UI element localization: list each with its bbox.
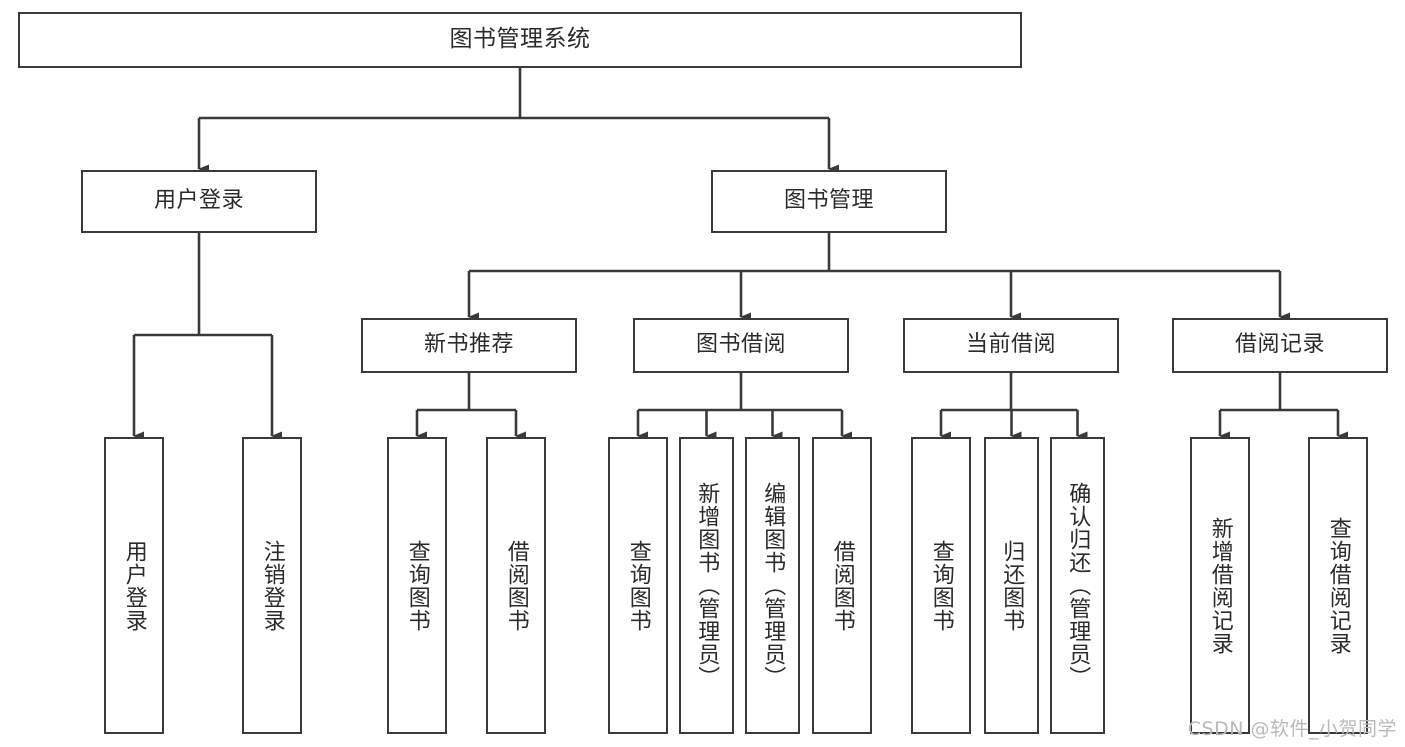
node-book-borrow[interactable]: 图书借阅 bbox=[633, 318, 849, 373]
node-leaf-query-book-3[interactable]: 查询图书 bbox=[911, 437, 971, 734]
node-user-login-label: 用户登录 bbox=[153, 188, 244, 214]
node-leaf-query-book-1[interactable]: 查询图书 bbox=[387, 437, 447, 734]
node-leaf-borrow-book-1-label: 借阅图书 bbox=[503, 539, 529, 632]
node-leaf-edit-book[interactable]: 编辑图书（管理员） bbox=[745, 437, 800, 734]
node-leaf-add-book[interactable]: 新增图书（管理员） bbox=[679, 437, 734, 734]
node-leaf-logout-label: 注销登录 bbox=[259, 539, 285, 632]
node-leaf-add-book-label: 新增图书（管理员） bbox=[694, 482, 720, 689]
node-user-login[interactable]: 用户登录 bbox=[81, 170, 317, 233]
node-leaf-confirm-return[interactable]: 确认归还（管理员） bbox=[1050, 437, 1105, 734]
node-borrow-record-label: 借阅记录 bbox=[1234, 332, 1325, 358]
node-current-borrow[interactable]: 当前借阅 bbox=[903, 318, 1119, 373]
node-root-label: 图书管理系统 bbox=[449, 26, 591, 53]
node-leaf-query-book-3-label: 查询图书 bbox=[928, 539, 954, 632]
node-leaf-query-record[interactable]: 查询借阅记录 bbox=[1308, 437, 1368, 734]
node-leaf-add-record[interactable]: 新增借阅记录 bbox=[1190, 437, 1250, 734]
node-book-manage[interactable]: 图书管理 bbox=[711, 170, 947, 233]
node-leaf-logout[interactable]: 注销登录 bbox=[242, 437, 302, 734]
node-leaf-borrow-book-2-label: 借阅图书 bbox=[829, 539, 855, 632]
node-borrow-record[interactable]: 借阅记录 bbox=[1172, 318, 1388, 373]
node-new-book-rec-label: 新书推荐 bbox=[423, 332, 514, 358]
node-leaf-borrow-book-1[interactable]: 借阅图书 bbox=[486, 437, 546, 734]
node-leaf-user-login-label: 用户登录 bbox=[121, 539, 147, 632]
node-leaf-query-book-2-label: 查询图书 bbox=[625, 539, 651, 632]
node-leaf-query-record-label: 查询借阅记录 bbox=[1325, 516, 1351, 655]
node-leaf-query-book-1-label: 查询图书 bbox=[404, 539, 430, 632]
node-book-borrow-label: 图书借阅 bbox=[695, 332, 786, 358]
node-root[interactable]: 图书管理系统 bbox=[18, 12, 1022, 68]
node-current-borrow-label: 当前借阅 bbox=[965, 332, 1056, 358]
node-leaf-borrow-book-2[interactable]: 借阅图书 bbox=[812, 437, 872, 734]
node-new-book-rec[interactable]: 新书推荐 bbox=[361, 318, 577, 373]
node-leaf-edit-book-label: 编辑图书（管理员） bbox=[760, 482, 786, 689]
node-leaf-add-record-label: 新增借阅记录 bbox=[1207, 516, 1233, 655]
node-leaf-query-book-2[interactable]: 查询图书 bbox=[608, 437, 668, 734]
node-leaf-confirm-return-label: 确认归还（管理员） bbox=[1065, 482, 1091, 689]
node-leaf-return-book-label: 归还图书 bbox=[999, 539, 1025, 632]
node-leaf-return-book[interactable]: 归还图书 bbox=[984, 437, 1039, 734]
node-leaf-user-login[interactable]: 用户登录 bbox=[104, 437, 164, 734]
node-book-manage-label: 图书管理 bbox=[783, 188, 874, 214]
